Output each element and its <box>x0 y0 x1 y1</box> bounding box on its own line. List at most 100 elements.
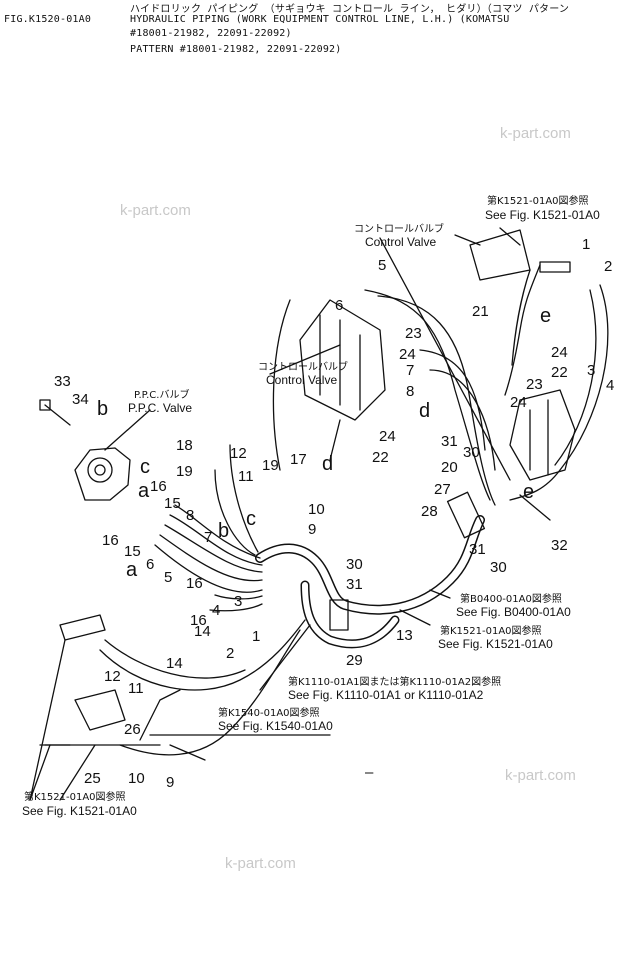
callout: 30 <box>463 444 480 461</box>
callout: 11 <box>128 680 144 697</box>
callout: 20 <box>441 459 458 476</box>
callout: 2 <box>226 645 234 662</box>
callout: 30 <box>490 559 507 576</box>
connection-letter: c <box>140 456 150 478</box>
connection-letter: c <box>246 508 256 530</box>
callout: 31 <box>469 541 486 558</box>
connection-letter: a <box>126 559 138 581</box>
callout: 16 <box>186 575 203 592</box>
callouts-top-right: 1 2 3 4 5 6 7 8 21 22 23 24 24 23 24 22 … <box>335 236 614 576</box>
callout: 14 <box>166 655 183 672</box>
reference-jp: 第K1521-01A0図参照 <box>24 790 126 803</box>
callout: 4 <box>212 602 220 619</box>
callouts-center: 17 18 12 19 19 11 10 9 30 31 13 29 <box>176 437 413 669</box>
callout: 6 <box>146 556 154 573</box>
callouts-left: 33 34 16 15 8 7 16 15 6 5 16 3 4 16 14 1… <box>54 373 260 791</box>
callout: 15 <box>124 543 141 560</box>
connection-letters: b c a b c a d d e e <box>97 305 551 581</box>
callout: 34 <box>72 391 89 408</box>
callout: 33 <box>54 373 71 390</box>
callout: 17 <box>290 451 307 468</box>
figure-number: FIG.K1520-01A0 <box>4 14 92 25</box>
callout: 31 <box>346 576 363 593</box>
callout: 30 <box>346 556 363 573</box>
callout: 6 <box>335 297 343 314</box>
connection-letter: b <box>97 398 108 420</box>
reference-jp: 第K1521-01A0図参照 <box>487 194 589 207</box>
callout: 32 <box>551 537 568 554</box>
callout: 21 <box>472 303 489 320</box>
connection-letter: a <box>138 480 150 502</box>
callout: 10 <box>128 770 145 787</box>
callout: 22 <box>551 364 568 381</box>
reference-jp: 第K1110-01A1図または第K1110-01A2図参照 <box>288 675 501 688</box>
callout: 16 <box>102 532 119 549</box>
connection-letter: e <box>540 305 551 327</box>
watermark: k-part.com <box>120 202 191 219</box>
title-japanese: ハイドロリック パイピング （サギョウキ コントロール ライン， ヒダリ）（コマ… <box>130 4 570 15</box>
callout: 7 <box>406 362 414 379</box>
reference-en: See Fig. K1540-01A0 <box>218 719 333 733</box>
connection-letter: b <box>218 520 229 542</box>
reference-en: See Fig. K1521-01A0 <box>22 804 137 818</box>
control-valve-mid-en: Control Valve <box>266 373 337 387</box>
callout: 15 <box>164 495 181 512</box>
callout: 10 <box>308 501 325 518</box>
callout: 3 <box>587 362 595 379</box>
callout: 28 <box>421 503 438 520</box>
callout: 16 <box>150 478 167 495</box>
callout: 12 <box>104 668 121 685</box>
watermark: k-part.com <box>225 855 296 872</box>
callout: 26 <box>124 721 141 738</box>
reference-en: See Fig. B0400-01A0 <box>456 605 571 619</box>
callout: 22 <box>372 449 389 466</box>
callout: 18 <box>176 437 193 454</box>
reference-jp: 第B0400-01A0図参照 <box>460 592 562 605</box>
callout: 24 <box>551 344 568 361</box>
callout: 11 <box>238 468 254 485</box>
ppc-valve-jp: P.P.C.バルブ <box>134 388 189 401</box>
title-serial: #18001-21982, 22091-22092) <box>130 28 292 39</box>
callout: 25 <box>84 770 101 787</box>
callout: 9 <box>166 774 174 791</box>
control-valve-mid-jp: コントロールバルブ <box>258 360 348 373</box>
callout: 2 <box>604 258 612 275</box>
callout: 1 <box>582 236 590 253</box>
control-valve-right-jp: コントロールバルブ <box>354 222 444 235</box>
connection-letter: d <box>322 453 333 475</box>
connection-letter: e <box>523 481 534 503</box>
callout: 8 <box>186 507 194 524</box>
reference-en: See Fig. K1521-01A0 <box>438 637 553 651</box>
callout: 24 <box>379 428 396 445</box>
callout: 5 <box>164 569 172 586</box>
callout: 13 <box>396 627 413 644</box>
callout: 29 <box>346 652 363 669</box>
pattern-line: PATTERN #18001-21982, 22091-22092) <box>130 44 342 55</box>
callout: 31 <box>441 433 458 450</box>
title-english: HYDRAULIC PIPING (WORK EQUIPMENT CONTROL… <box>130 14 510 25</box>
callout: 27 <box>434 481 451 498</box>
callout: 1 <box>252 628 260 645</box>
callout: 12 <box>230 445 247 462</box>
callout: 24 <box>399 346 416 363</box>
watermark: k-part.com <box>505 767 576 784</box>
callout: 8 <box>406 383 414 400</box>
callout: 23 <box>526 376 543 393</box>
ppc-valve-en: P.P.C. Valve <box>128 401 192 415</box>
callout: 24 <box>510 394 527 411</box>
callout: 19 <box>262 457 279 474</box>
callout: 3 <box>234 593 242 610</box>
callout: 19 <box>176 463 193 480</box>
connection-letter: d <box>419 400 430 422</box>
control-valve-right-en: Control Valve <box>365 235 436 249</box>
callout: 14 <box>194 623 211 640</box>
callout: 5 <box>378 257 386 274</box>
callout: 4 <box>606 377 614 394</box>
callout: 16 <box>190 612 207 629</box>
reference-jp: 第K1540-01A0図参照 <box>218 706 320 719</box>
callout: 7 <box>204 529 212 546</box>
callout: 9 <box>308 521 316 538</box>
reference-jp: 第K1521-01A0図参照 <box>440 624 542 637</box>
